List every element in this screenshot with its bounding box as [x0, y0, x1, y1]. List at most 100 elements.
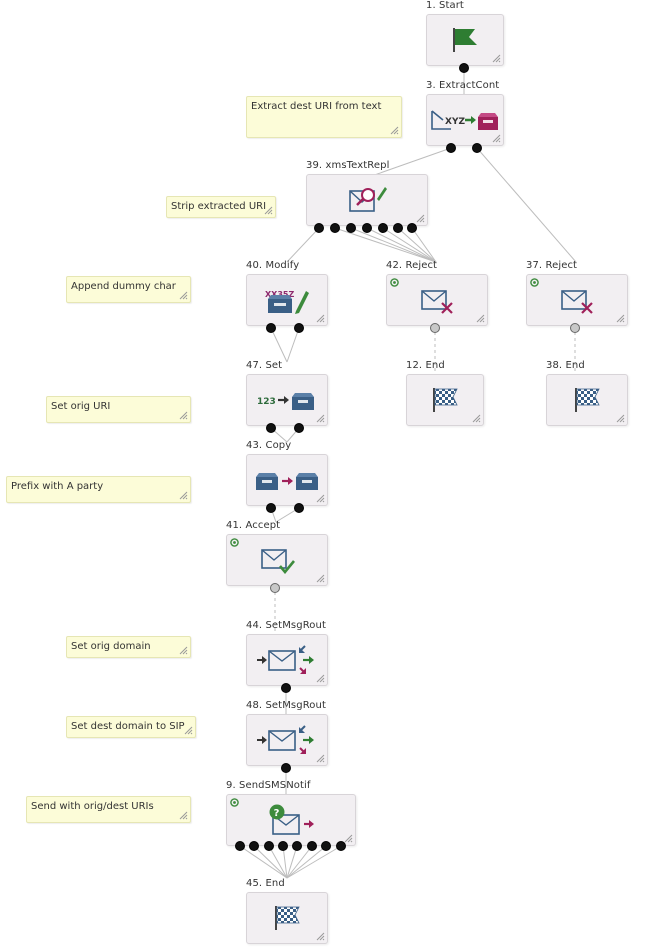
node-set-msg-rout-44[interactable]: 44. SetMsgRout — [246, 620, 328, 693]
resize-grip-icon — [416, 214, 425, 223]
resize-grip-icon — [316, 414, 325, 423]
node-label: 9. SendSMSNotif — [226, 780, 311, 791]
node-label: 47. Set — [246, 360, 283, 371]
node-send-sms-notif[interactable]: 9. SendSMSNotif ? — [226, 780, 356, 852]
output-port[interactable] — [472, 143, 482, 153]
terminal-badge-icon — [390, 278, 399, 287]
output-port[interactable] — [378, 223, 388, 233]
note-set-orig-uri[interactable]: Set orig URI — [46, 396, 191, 423]
output-port[interactable] — [281, 763, 291, 773]
node-box[interactable] — [246, 454, 328, 506]
resize-grip-icon — [179, 491, 188, 500]
node-end-12[interactable]: 12. End — [406, 360, 484, 428]
resize-grip-icon — [264, 206, 273, 215]
node-set-msg-rout-48[interactable]: 48. SetMsgRout — [246, 700, 328, 773]
output-port[interactable] — [270, 583, 280, 593]
node-reject-37[interactable]: 37. Reject — [526, 260, 628, 333]
node-box[interactable] — [246, 634, 328, 686]
node-box[interactable] — [546, 374, 628, 426]
output-port[interactable] — [346, 223, 356, 233]
link-40-47-b — [286, 327, 300, 363]
resize-grip-icon — [476, 314, 485, 323]
node-extract-cont[interactable]: 3. ExtractCont XYZ — [426, 80, 504, 153]
output-port[interactable] — [266, 323, 276, 333]
output-port[interactable] — [314, 223, 324, 233]
output-port[interactable] — [294, 323, 304, 333]
output-port[interactable] — [307, 841, 317, 851]
note-prefix-a-party[interactable]: Prefix with A party — [6, 476, 191, 503]
node-box[interactable]: ? — [226, 794, 356, 846]
resize-grip-icon — [316, 574, 325, 583]
output-port[interactable] — [278, 841, 288, 851]
terminal-badge-icon — [230, 798, 239, 807]
resize-grip-icon — [316, 674, 325, 683]
node-box[interactable] — [246, 714, 328, 766]
reject-icon — [561, 290, 593, 314]
resize-grip-icon — [616, 314, 625, 323]
node-start[interactable]: 1. Start — [426, 0, 504, 73]
output-port[interactable] — [393, 223, 403, 233]
node-label: 38. End — [546, 360, 585, 371]
modify-icon: XX35Z — [265, 290, 309, 314]
node-end-45[interactable]: 45. End — [246, 878, 328, 946]
output-port[interactable] — [266, 503, 276, 513]
node-box[interactable]: 123 — [246, 374, 328, 426]
note-set-orig-domain[interactable]: Set orig domain — [66, 636, 191, 658]
message-routing-icon — [257, 645, 314, 674]
output-port[interactable] — [330, 223, 340, 233]
resize-grip-icon — [390, 126, 399, 135]
resize-grip-icon — [316, 494, 325, 503]
output-port[interactable] — [570, 323, 580, 333]
output-port[interactable] — [336, 841, 346, 851]
output-port[interactable] — [281, 683, 291, 693]
output-port[interactable] — [294, 423, 304, 433]
node-box[interactable] — [406, 374, 484, 426]
link-39-42-c — [366, 227, 437, 263]
node-box[interactable] — [426, 14, 504, 66]
output-port[interactable] — [292, 841, 302, 851]
node-reject-42[interactable]: 42. Reject — [386, 260, 488, 333]
note-append-dummy[interactable]: Append dummy char — [66, 276, 191, 303]
node-label: 44. SetMsgRout — [246, 620, 326, 631]
output-port[interactable] — [407, 223, 417, 233]
node-label: 48. SetMsgRout — [246, 700, 326, 711]
output-port[interactable] — [430, 323, 440, 333]
node-box[interactable] — [226, 534, 328, 586]
node-xms-text-repl[interactable]: 39. xmsTextRepl — [306, 160, 428, 233]
output-port[interactable] — [321, 841, 331, 851]
node-set[interactable]: 47. Set 123 — [246, 360, 328, 433]
node-box[interactable] — [526, 274, 628, 326]
note-set-dest-domain[interactable]: Set dest domain to SIP — [66, 716, 196, 738]
node-box[interactable]: XX35Z — [246, 274, 328, 326]
node-label: 40. Modify — [246, 260, 300, 271]
node-box[interactable]: XYZ — [426, 94, 504, 146]
output-port[interactable] — [459, 63, 469, 73]
note-extract-dest-uri[interactable]: Extract dest URI from text — [246, 96, 402, 138]
note-strip-uri[interactable]: Strip extracted URI — [166, 196, 276, 218]
node-label: 42. Reject — [386, 260, 438, 271]
node-copy[interactable]: 43. Copy — [246, 440, 328, 513]
output-port[interactable] — [362, 223, 372, 233]
node-label: 3. ExtractCont — [426, 80, 500, 91]
output-port[interactable] — [294, 503, 304, 513]
node-accept[interactable]: 41. Accept — [226, 520, 328, 593]
output-port[interactable] — [249, 841, 259, 851]
output-port[interactable] — [446, 143, 456, 153]
node-box[interactable] — [306, 174, 428, 226]
node-end-38[interactable]: 38. End — [546, 360, 628, 428]
resize-grip-icon — [316, 754, 325, 763]
note-send-uris[interactable]: Send with orig/dest URIs — [26, 796, 191, 823]
link-39-42-b — [350, 227, 437, 263]
output-port[interactable] — [266, 423, 276, 433]
svg-text:XX35Z: XX35Z — [265, 290, 294, 299]
reject-icon — [421, 290, 453, 314]
output-port[interactable] — [235, 841, 245, 851]
node-modify[interactable]: 40. Modify XX35Z — [246, 260, 328, 333]
node-box[interactable] — [386, 274, 488, 326]
link-3-37 — [476, 147, 577, 263]
link-39-42-e — [397, 227, 437, 263]
link-39-42-d — [382, 227, 437, 263]
node-box[interactable] — [246, 892, 328, 944]
output-port[interactable] — [264, 841, 274, 851]
end-flag-icon — [275, 906, 300, 930]
